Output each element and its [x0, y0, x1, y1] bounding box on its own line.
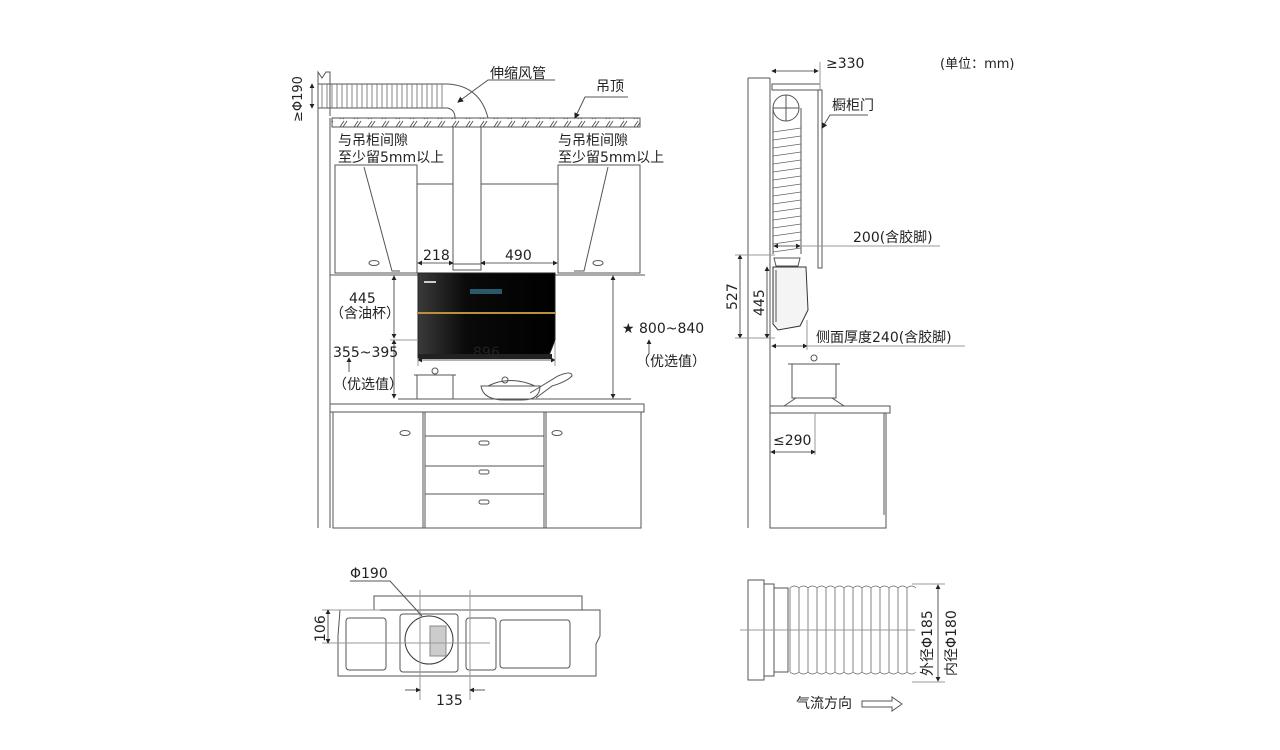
dim-106: 106 — [313, 615, 329, 642]
airflow-arrow-icon — [861, 696, 903, 712]
dim-330: ≥330 — [826, 56, 864, 72]
outlet-diameter: Φ190 — [350, 566, 388, 582]
dim-290: ≤290 — [773, 433, 811, 449]
dim-side-thickness: 侧面厚度240(含胶脚) — [816, 329, 952, 346]
upper-cabinet-left — [334, 164, 418, 274]
dim-445-side: 445 — [752, 289, 768, 316]
duct-label: 伸缩风管 — [490, 66, 546, 82]
ceiling — [331, 117, 641, 128]
upper-cabinet-right — [557, 164, 641, 274]
duct-rib — [772, 223, 802, 229]
duct-view: 外径Φ185 内径Φ180 气流方向 — [740, 579, 960, 712]
dim-800-840: ★ 800~840 — [622, 321, 704, 337]
duct-rib — [772, 247, 802, 253]
front-view: 伸缩风管 吊顶 ≥Φ190 与吊柜间隙 至少留5mm以上 与吊柜间隙 至少留5m… — [291, 66, 706, 529]
range-hood — [417, 272, 556, 359]
inner-diameter: 内径Φ180 — [944, 610, 960, 676]
pot-front — [414, 367, 456, 400]
gap-note-right-line1: 与吊柜间隙 — [558, 133, 628, 149]
airflow-label: 气流方向 — [796, 696, 852, 712]
unit-label: (单位：mm) — [940, 57, 1014, 72]
cabinet-door-label: 橱柜门 — [832, 98, 874, 114]
duct-rib — [772, 135, 802, 141]
dim-490: 490 — [505, 248, 532, 264]
duct-rib — [772, 199, 802, 205]
dim-800-840-note: （优选值） — [636, 354, 706, 370]
duct-rib — [772, 231, 802, 237]
ceiling-label: 吊顶 — [596, 79, 624, 95]
duct-rib — [772, 175, 802, 181]
pot-side — [782, 354, 846, 407]
duct-rib — [772, 143, 802, 149]
telescopic-duct — [318, 83, 489, 119]
dim-200: 200(含胶脚) — [853, 229, 933, 246]
duct-rib — [772, 207, 802, 213]
dim-445: 445 — [349, 291, 376, 307]
dim-135: 135 — [436, 693, 463, 709]
duct-rib — [772, 239, 802, 245]
duct-diameter-dim: ≥Φ190 — [291, 76, 306, 122]
outer-diameter: 外径Φ185 — [920, 610, 936, 676]
dim-896: 896 — [473, 345, 500, 361]
dim-527: 527 — [725, 283, 741, 310]
duct-rib — [772, 127, 802, 133]
dim-355-395: 355~395 — [333, 345, 398, 361]
duct-rib — [772, 191, 802, 197]
dim-218: 218 — [423, 248, 450, 264]
gap-note-right-line2: 至少留5mm以上 — [558, 150, 664, 166]
base-cabinet — [332, 411, 642, 529]
pan-front — [480, 372, 573, 401]
bottom-view: Φ190 106 135 — [313, 566, 601, 709]
dim-355-395-note: （优选值） — [333, 377, 403, 393]
dim-445-note: （含油杯） — [330, 306, 400, 322]
gap-note-left-line1: 与吊柜间隙 — [338, 133, 408, 149]
duct-rib — [772, 183, 802, 189]
duct-rib — [772, 159, 802, 165]
gap-note-left-line2: 至少留5mm以上 — [338, 150, 444, 166]
side-view: ≥330 (单位：mm) 橱柜门 200(含胶脚) 527 445 侧面厚度24… — [725, 56, 1014, 529]
duct-rib — [772, 215, 802, 221]
duct-rib — [772, 151, 802, 157]
duct-rib — [772, 167, 802, 173]
